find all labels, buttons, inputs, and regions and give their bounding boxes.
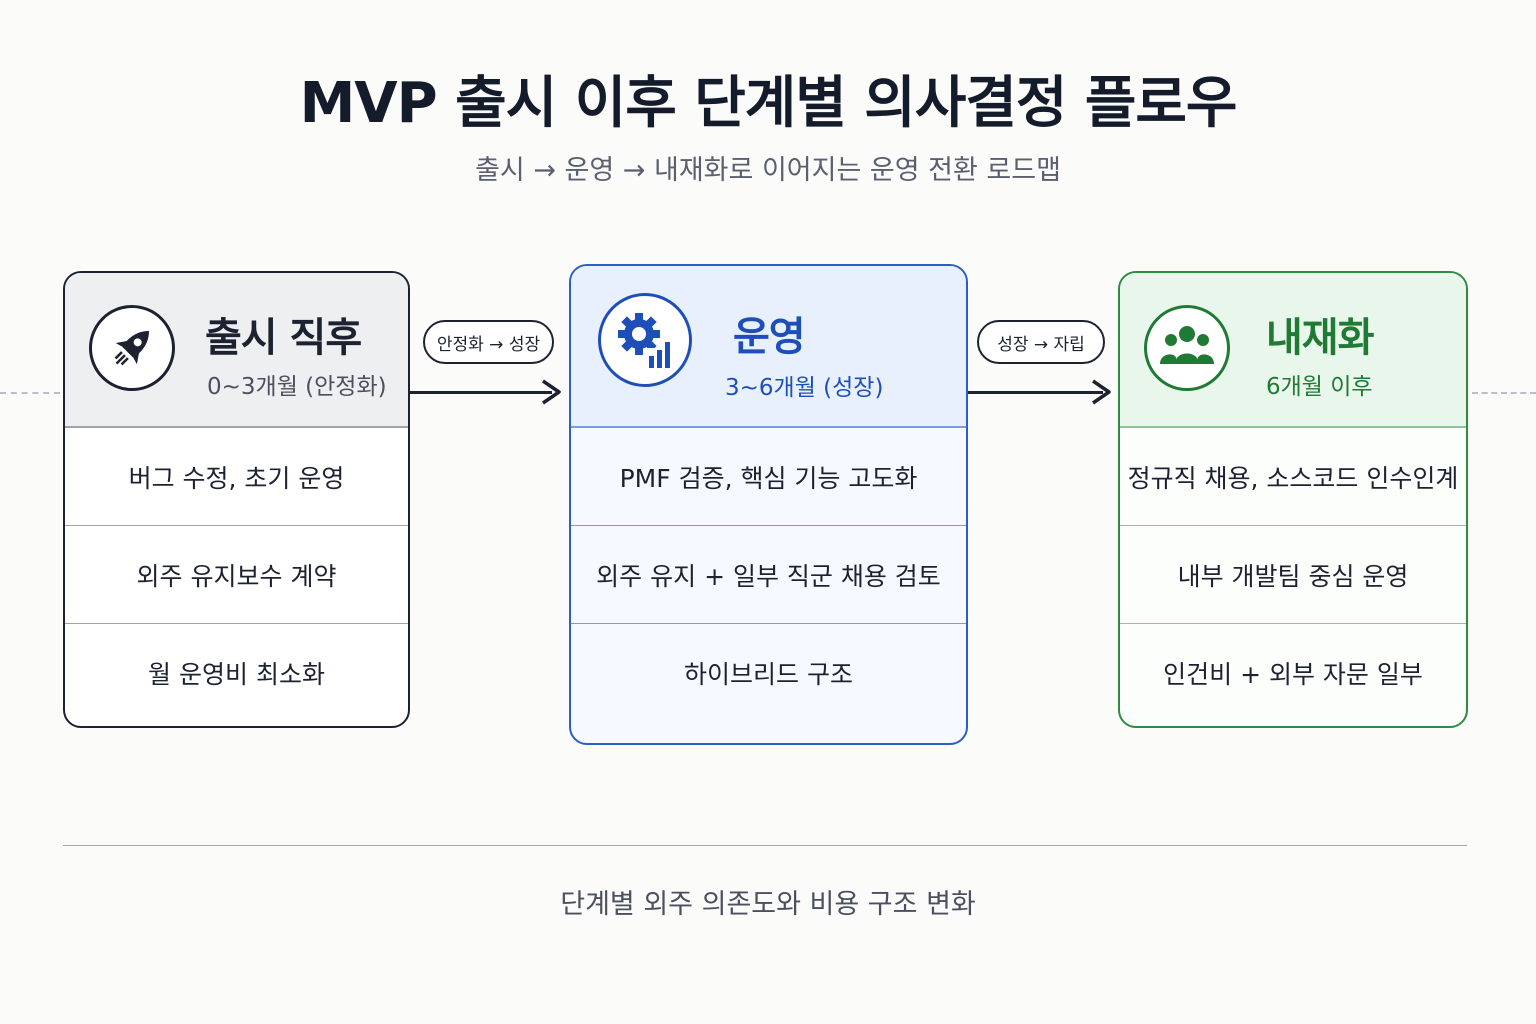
transition-label: 안정화 → 성장 (423, 320, 554, 364)
stage-title: 운영 (733, 314, 806, 360)
stage-card-header: 내재화 6개월 이후 (1120, 273, 1466, 428)
stage-title: 내재화 (1266, 315, 1374, 361)
stage-item: 외주 유지보수 계약 (65, 526, 408, 624)
stage-item: 정규직 채용, 소스코드 인수인계 (1120, 428, 1466, 526)
stage-item: 외주 유지 + 일부 직군 채용 검토 (571, 526, 966, 624)
stage-item: 월 운영비 최소화 (148, 660, 325, 689)
stage-card-insourcing: 내재화 6개월 이후 정규직 채용, 소스코드 인수인계 내부 개발팀 중심 운… (1118, 271, 1468, 728)
stage-item: 버그 수정, 초기 운영 (65, 428, 408, 526)
stage-period: 6개월 이후 (1266, 374, 1373, 400)
stage-card-operation: 운영 3~6개월 (성장) PMF 검증, 핵심 기능 고도화 외주 유지 + … (569, 264, 968, 745)
gear-chart-icon (598, 293, 692, 387)
flow-arrow-line (410, 391, 552, 394)
stage-item: 인건비 + 외부 자문 일부 (1163, 660, 1423, 689)
stage-period: 3~6개월 (성장) (725, 375, 884, 401)
flow-arrow-line (968, 391, 1103, 394)
page-subtitle: 출시 → 운영 → 내재화로 이어지는 운영 전환 로드맵 (475, 155, 1061, 186)
rocket-icon (89, 305, 175, 391)
stage-item: 내부 개발팀 중심 운영 (1120, 526, 1466, 624)
footer-caption: 단계별 외주 의존도와 비용 구조 변화 (560, 889, 976, 920)
stage-period: 0~3개월 (안정화) (207, 374, 387, 400)
arrow-head-icon (1092, 379, 1111, 405)
page-title: MVP 출시 이후 단계별 의사결정 플로우 (299, 71, 1238, 136)
stage-item: 하이브리드 구조 (684, 660, 853, 689)
right-dash-line (1472, 392, 1536, 394)
transition-label: 성장 → 자립 (977, 320, 1105, 364)
team-icon (1144, 305, 1230, 391)
stage-title: 출시 직후 (205, 315, 362, 361)
arrow-head-icon (542, 379, 561, 405)
stage-card-header: 운영 3~6개월 (성장) (571, 266, 966, 428)
left-dash-line (0, 392, 60, 394)
stage-item: PMF 검증, 핵심 기능 고도화 (571, 428, 966, 526)
footer-divider (63, 845, 1467, 846)
stage-card-launch: 출시 직후 0~3개월 (안정화) 버그 수정, 초기 운영 외주 유지보수 계… (63, 271, 410, 728)
stage-card-header: 출시 직후 0~3개월 (안정화) (65, 273, 408, 428)
